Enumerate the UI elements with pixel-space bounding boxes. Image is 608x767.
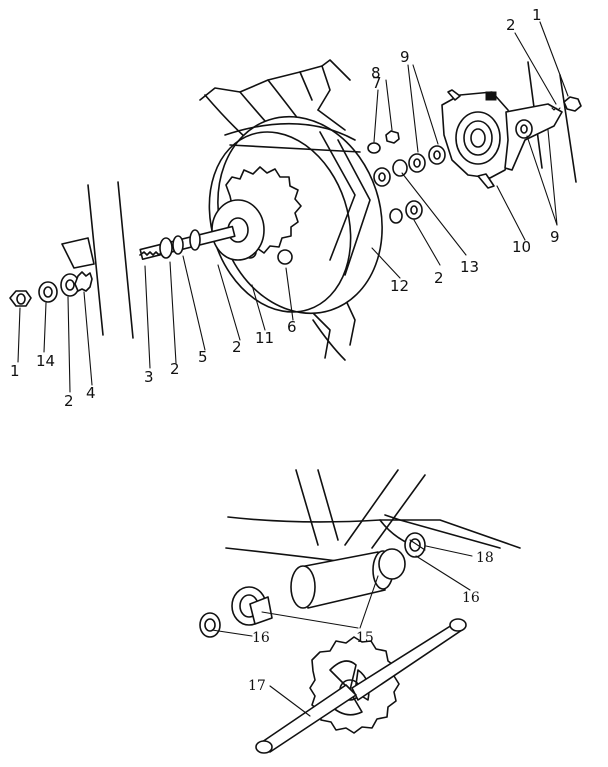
washer: [38, 281, 58, 303]
rear-sprocket: [211, 166, 302, 261]
callout-2: 2: [170, 360, 180, 378]
axle: [139, 225, 236, 261]
bottom-bracket-frame: [225, 469, 521, 563]
callout-1: 1: [532, 6, 542, 24]
leader-lines-bottom: [211, 545, 473, 717]
hub-boss: [277, 249, 293, 265]
leader-lines-top: [17, 21, 569, 393]
callout-2: 2: [232, 338, 242, 356]
chainring: [309, 636, 400, 734]
callout-17: 17: [248, 678, 266, 694]
callout-2: 2: [434, 269, 444, 287]
callout-1: 1: [10, 362, 20, 380]
left-washers-nuts: [9, 271, 93, 307]
callout-14: 14: [36, 352, 55, 370]
brake-arm: [504, 96, 582, 171]
crank-arms: [255, 618, 467, 754]
callout-8: 8: [371, 64, 381, 82]
callout-16: 16: [462, 590, 480, 606]
axle-nut: [9, 290, 32, 307]
right-small-parts: [367, 130, 446, 224]
callouts-bottom: 18 16 16 15 17: [248, 550, 494, 694]
callout-4: 4: [86, 384, 96, 402]
callout-6: 6: [287, 318, 297, 336]
callout-16: 16: [252, 630, 270, 646]
callout-9: 9: [550, 228, 560, 246]
callout-11: 11: [255, 329, 274, 347]
callout-15: 15: [356, 630, 374, 646]
callout-7: 7: [372, 74, 382, 92]
bottom-bracket-shell: [290, 550, 394, 609]
callout-13: 13: [460, 258, 479, 276]
callout-3: 3: [144, 368, 154, 386]
callout-2: 2: [64, 392, 74, 410]
callout-9: 9: [400, 48, 410, 66]
callout-10: 10: [512, 238, 531, 256]
rear-hub-assembly: 1 2 7 8 9 9 10 13 2 12 6 11 2 5 2 3 4 2 …: [9, 6, 582, 410]
locknut: [199, 612, 221, 638]
crank-assembly: 18 16 16 15 17: [199, 469, 521, 754]
callout-5: 5: [198, 348, 208, 366]
brake-plate: [441, 89, 516, 189]
callout-18: 18: [476, 550, 494, 566]
callout-2: 2: [506, 16, 516, 34]
arm-nut: [563, 96, 582, 112]
callouts-top: 1 2 7 8 9 9 10 13 2 12 6 11 2 5 2 3 4 2 …: [10, 6, 560, 410]
callout-12: 12: [390, 277, 409, 295]
cone: [74, 271, 93, 292]
